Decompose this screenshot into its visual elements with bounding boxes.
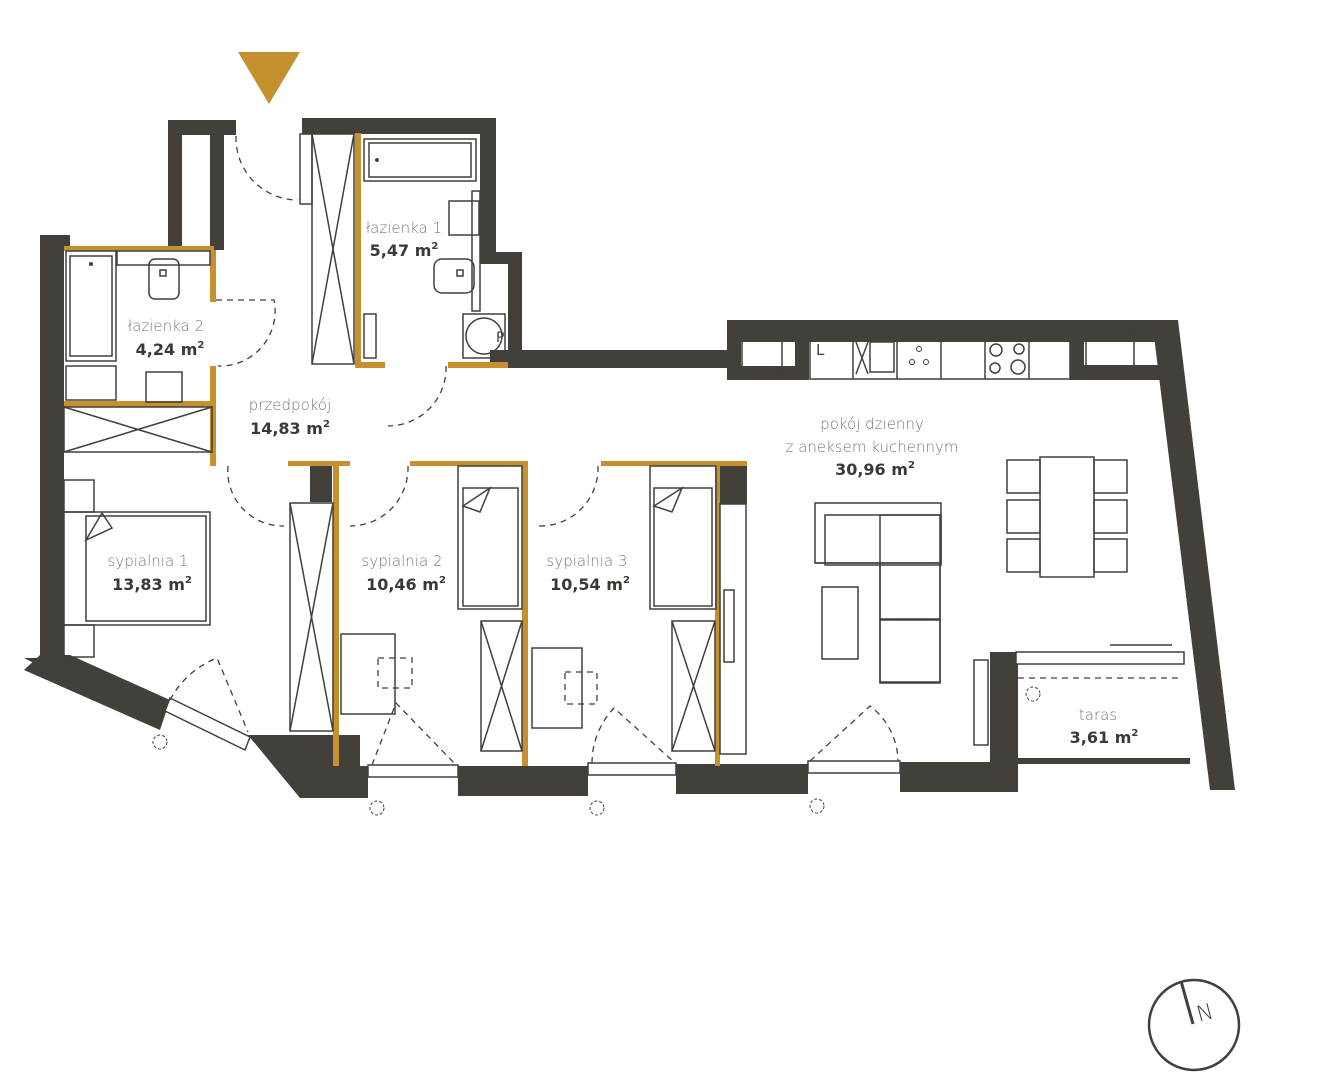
interior-walls [64,133,747,766]
coffee-table [821,586,859,660]
entrance-triangle-icon [238,52,300,104]
bedroom2-closet [480,620,523,752]
room-label-sypialnia-1: sypialnia 1 13,83 m2 [108,552,192,594]
window-bedroom2 [367,701,459,778]
window-living [807,705,901,774]
sofa [814,502,942,684]
area-unit: m [422,575,439,594]
area-unit: m [606,575,623,594]
room-name: sypialnia 1 [108,552,189,570]
svg-text:3,61 m2: 3,61 m2 [1070,728,1139,747]
room-label-sypialnia-2: sypialnia 2 10,46 m2 [362,552,446,594]
bathtub-bath1 [363,138,477,182]
compass-label: N [1194,999,1216,1027]
north-compass-icon: N [1147,978,1241,1072]
room-name-line1: pokój dzienny [820,415,924,433]
room-area: 14,83 [250,419,301,438]
area-unit-exp: 2 [439,575,446,586]
area-unit-exp: 2 [323,419,330,430]
room-area: 30,96 [835,460,886,479]
kitchen-niche [741,334,783,374]
bed-bedroom2 [457,465,523,610]
bedroom2-wardrobe [289,502,334,732]
room-area: 4,24 [136,340,175,359]
hall-wardrobe [299,133,355,365]
svg-text:5,47 m2: 5,47 m2 [370,241,439,260]
toilet-bath2 [116,250,211,300]
bedroom1-wardrobe [63,406,213,453]
cooktop-icon [989,343,1026,375]
room-area: 5,47 [370,241,409,260]
room-label-przedpokoj: przedpokój 14,83 m2 [249,396,332,438]
outer-walls [24,118,1235,798]
bathtub-bath2 [65,250,117,401]
washing-machine: P [462,313,506,359]
room-name: sypialnia 3 [547,552,628,570]
room-name: sypialnia 2 [362,552,443,570]
kitchen-sink-icon [855,341,895,375]
room-area: 10,54 [550,575,601,594]
window-bedroom3 [587,707,677,776]
svg-text:30,96 m2: 30,96 m2 [835,460,915,479]
area-unit-exp: 2 [197,340,204,351]
area-unit: m [306,419,323,438]
bed-bedroom3 [649,465,717,610]
toilet-bath1 [433,258,475,294]
dishwasher-icon [909,346,929,365]
svg-text:10,54 m2: 10,54 m2 [550,575,630,594]
bed-bedroom1 [63,479,211,658]
room-area: 13,83 [112,575,163,594]
svg-text:14,83 m2: 14,83 m2 [250,419,330,438]
room-name: taras [1079,706,1117,724]
window-bedroom1 [164,657,251,752]
svg-text:4,24 m2: 4,24 m2 [136,340,205,359]
doors [216,135,599,527]
bedroom3-closet [671,620,716,752]
kitchen-counter: L [809,336,1071,380]
desk-bedroom3 [531,647,598,729]
room-label-lazienka-2: łazienka 2 4,24 m2 [128,317,204,359]
room-label-taras: taras 3,61 m2 [1070,706,1139,747]
room-area: 3,61 [1070,728,1109,747]
fridge-label: L [816,341,825,359]
room-name: przedpokój [249,396,332,414]
sink-bath1 [448,190,481,312]
room-name: łazienka 2 [128,317,204,335]
area-unit-exp: 2 [431,241,438,252]
svg-text:10,46 m2: 10,46 m2 [366,575,446,594]
room-name-line2: z aneksem kuchennym [786,438,959,456]
living-cabinet [719,503,747,755]
area-unit-exp: 2 [908,460,915,471]
area-unit-exp: 2 [623,575,630,586]
area-unit: m [168,575,185,594]
window-rotation-icons [152,686,1041,816]
area-unit: m [415,241,432,260]
area-unit: m [181,340,198,359]
room-area: 10,46 [366,575,417,594]
area-unit-exp: 2 [1131,728,1138,739]
area-unit: m [891,460,908,479]
room-name: łazienka 1 [366,219,442,237]
kitchen-niche-right [1085,329,1135,367]
windows [152,644,1185,816]
washer-label: P [496,330,504,346]
window-taras [1015,644,1185,679]
room-label-sypialnia-3: sypialnia 3 10,54 m2 [547,552,630,594]
area-unit: m [1115,728,1132,747]
radiator-bath1 [363,313,377,359]
room-label-lazienka-1: łazienka 1 5,47 m2 [366,219,442,260]
area-unit-exp: 2 [185,575,192,586]
room-label-pokoj-dzienny: pokój dzienny z aneksem kuchennym 30,96 … [786,415,959,479]
tv-cabinet [973,659,989,746]
svg-text:13,83 m2: 13,83 m2 [112,575,192,594]
desk-bedroom2 [340,633,413,715]
dining-table [1006,456,1128,578]
sink-bath2 [145,371,183,403]
